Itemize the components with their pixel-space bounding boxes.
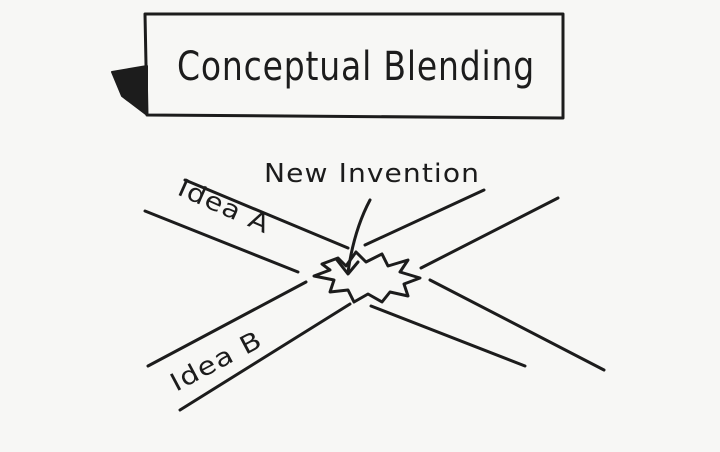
idea-a-upper-left-edge — [183, 178, 350, 250]
new-invention-callout: New Invention — [264, 159, 480, 276]
banner-title: Conceptual Blending — [177, 44, 535, 90]
pointer-arrow-head — [335, 258, 360, 276]
invention-burst — [312, 250, 422, 304]
idea-b-lower-left-edge — [178, 302, 352, 412]
idea-a-lower-right-edge — [369, 304, 527, 368]
title-banner: Conceptual Blending — [111, 12, 565, 120]
idea-b-upper-right-edge — [363, 188, 486, 247]
new-invention-label: New Invention — [264, 159, 480, 189]
banner-fold — [111, 65, 148, 116]
idea-a-lower-left-edge — [143, 209, 300, 274]
idea-a-upper-right-edge — [428, 278, 606, 372]
pointer-arrow-shaft — [346, 198, 372, 274]
idea-a-band: Idea A — [143, 173, 606, 372]
idea-b-lower-right-edge — [419, 196, 560, 270]
idea-b-upper-left-edge — [146, 280, 308, 368]
